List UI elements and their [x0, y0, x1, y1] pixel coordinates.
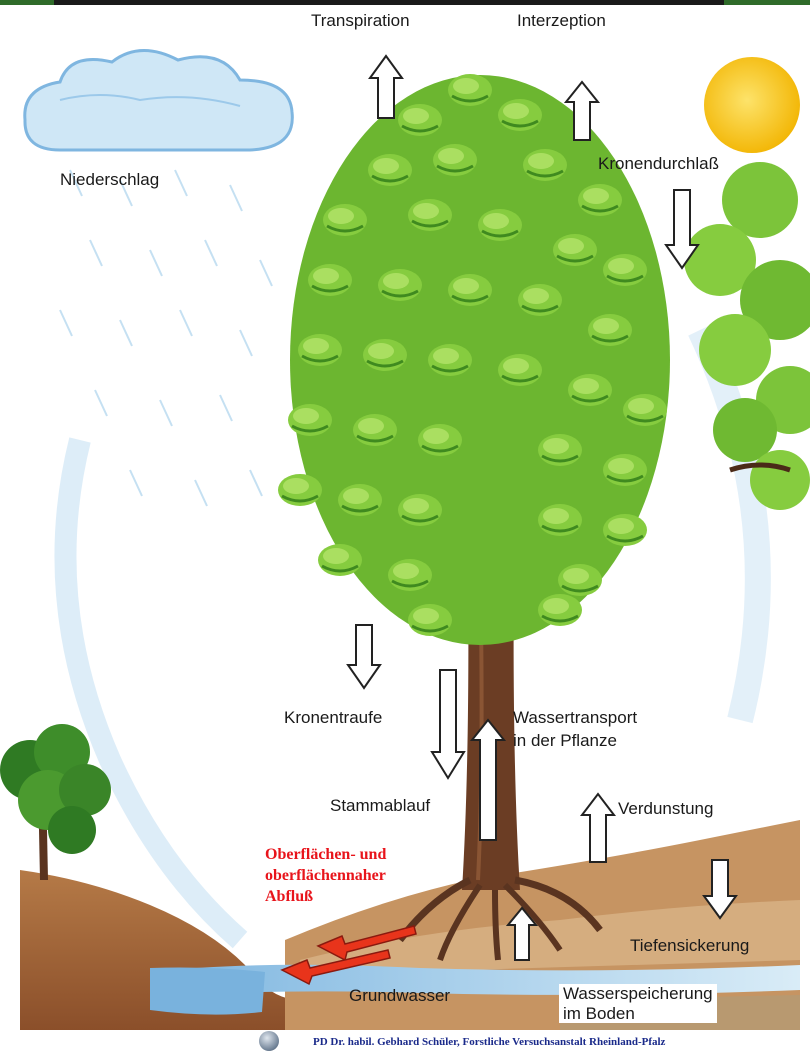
label-oberflaechenabfluss: Oberflächen- und oberflächennaher Abfluß	[265, 845, 386, 907]
arrow-kronentraufe-down	[348, 625, 380, 688]
label-niederschlag: Niederschlag	[60, 170, 159, 190]
label-interzeption: Interzeption	[517, 11, 606, 31]
label-wasserspeicherung-2: im Boden	[563, 1004, 713, 1024]
label-oberflaechen-3: Abfluß	[265, 887, 386, 908]
background-tree	[684, 162, 810, 510]
label-verdunstung: Verdunstung	[618, 799, 713, 819]
label-oberflaechen-1: Oberflächen- und	[265, 845, 386, 866]
cycle-arc-left	[65, 440, 240, 940]
arrow-stammablauf-down	[432, 670, 464, 778]
label-kronendurchlass: Kronendurchlaß	[598, 154, 719, 174]
label-stammablauf: Stammablauf	[330, 796, 430, 816]
label-grundwasser: Grundwasser	[349, 986, 450, 1006]
label-wassertransport-1: Wassertransport	[513, 708, 637, 728]
label-oberflaechen-2: oberflächennaher	[265, 866, 386, 887]
label-wasserspeicherung-1: Wasserspeicherung	[563, 984, 713, 1004]
cycle-arc-right	[700, 330, 758, 720]
arrow-verdunstung-up	[582, 794, 614, 862]
footer-credit: PD Dr. habil. Gebhard Schüler, Forstlich…	[313, 1036, 665, 1048]
rain	[60, 170, 272, 506]
label-wasserspeicherung: Wasserspeicherung im Boden	[559, 984, 717, 1023]
label-transpiration: Transpiration	[311, 11, 410, 31]
label-kronentraufe: Kronentraufe	[284, 708, 382, 728]
cloud	[25, 50, 293, 150]
pond	[150, 968, 265, 1015]
sun	[704, 57, 800, 153]
institute-logo-icon	[259, 1031, 279, 1051]
label-wassertransport-2: in der Pflanze	[513, 731, 617, 751]
label-tiefensickerung: Tiefensickerung	[630, 936, 749, 956]
